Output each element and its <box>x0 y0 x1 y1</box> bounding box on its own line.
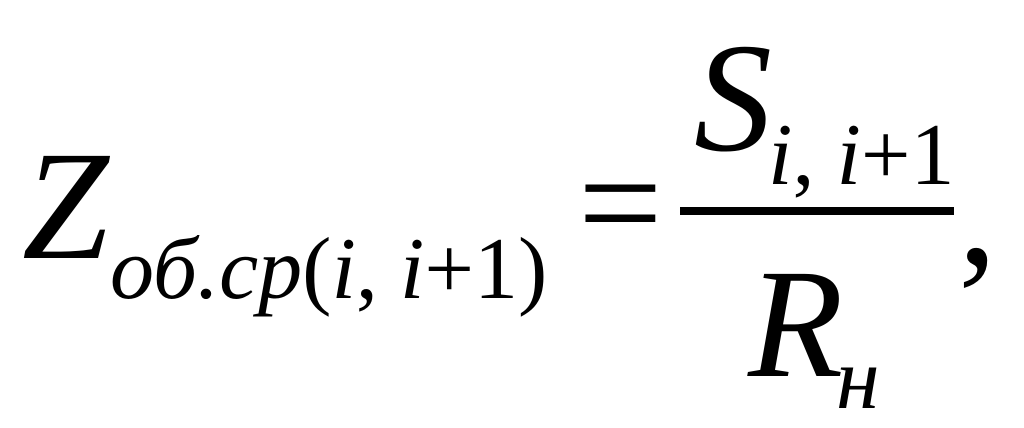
lhs-subscript-text: об.ср <box>110 221 303 318</box>
lhs-subscript-plus: + <box>424 221 475 318</box>
numerator-subscript-i: i <box>768 107 793 204</box>
lhs-subscript-one: 1 <box>474 221 519 318</box>
numerator-subscript-i2: i <box>836 107 861 204</box>
denominator-symbol: R <box>748 237 844 410</box>
denominator-subscript: н <box>836 331 880 428</box>
lhs-subscript-separator: , <box>355 221 400 318</box>
lhs-subscript-open-paren: ( <box>302 221 332 318</box>
numerator-subscript-one: 1 <box>910 107 955 204</box>
lhs-symbol: Z <box>22 119 109 292</box>
lhs-subscript-i: i <box>331 221 356 318</box>
numerator-subscript-plus: + <box>860 107 911 204</box>
lhs-subscript-close-paren: ) <box>518 221 548 318</box>
numerator-subscript-separator: , <box>792 107 837 204</box>
trailing-comma: , <box>958 125 997 298</box>
lhs-subscript-i2: i <box>399 221 425 318</box>
fraction-bar <box>680 207 954 215</box>
lhs-subscript: об.ср(i, i+1) <box>110 226 547 314</box>
equals-sign: = <box>578 120 663 286</box>
numerator-subscript: i, i+1 <box>768 112 955 200</box>
numerator-symbol: S <box>694 11 772 184</box>
